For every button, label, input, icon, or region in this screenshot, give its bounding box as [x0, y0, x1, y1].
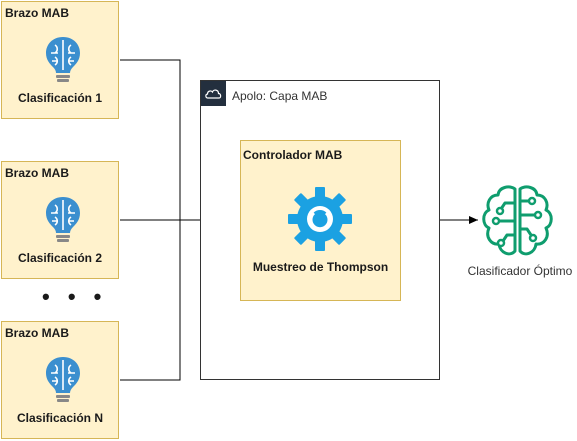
arm-title: Brazo MAB: [5, 166, 70, 180]
mab-arm-1: Brazo MAB Clasificación 1: [1, 1, 119, 119]
lightbulb-brain-icon: [46, 357, 80, 402]
lightbulb-brain-icon: [46, 197, 80, 242]
mab-arm-2: Brazo MAB Clasificación 2: [1, 161, 119, 279]
arm-label: Clasificación 2: [17, 251, 103, 265]
apolo-title: Apolo: Capa MAB: [232, 89, 328, 103]
mab-arm-n: Brazo MAB Clasificación N: [1, 321, 119, 439]
arm-title: Brazo MAB: [5, 6, 70, 20]
arm-title: Brazo MAB: [5, 326, 70, 340]
cloud-icon: [201, 81, 226, 106]
lightbulb-brain-icon: [46, 37, 80, 82]
brain-circuit-icon: [482, 185, 553, 256]
output-label: Clasificador Óptimo: [467, 264, 573, 278]
mab-controller: Controlador MAB Muestreo de Thompson: [240, 140, 401, 301]
arm-label: Clasificación N: [16, 411, 104, 425]
ellipsis: • • •: [42, 284, 108, 309]
controller-title: Controlador MAB: [243, 148, 343, 162]
arm3-connector: [120, 220, 181, 381]
gear-icon: [288, 187, 352, 251]
arm-label: Clasificación 1: [17, 91, 103, 105]
arm1-connector: [120, 59, 181, 220]
controller-label: Muestreo de Thompson: [252, 260, 389, 274]
